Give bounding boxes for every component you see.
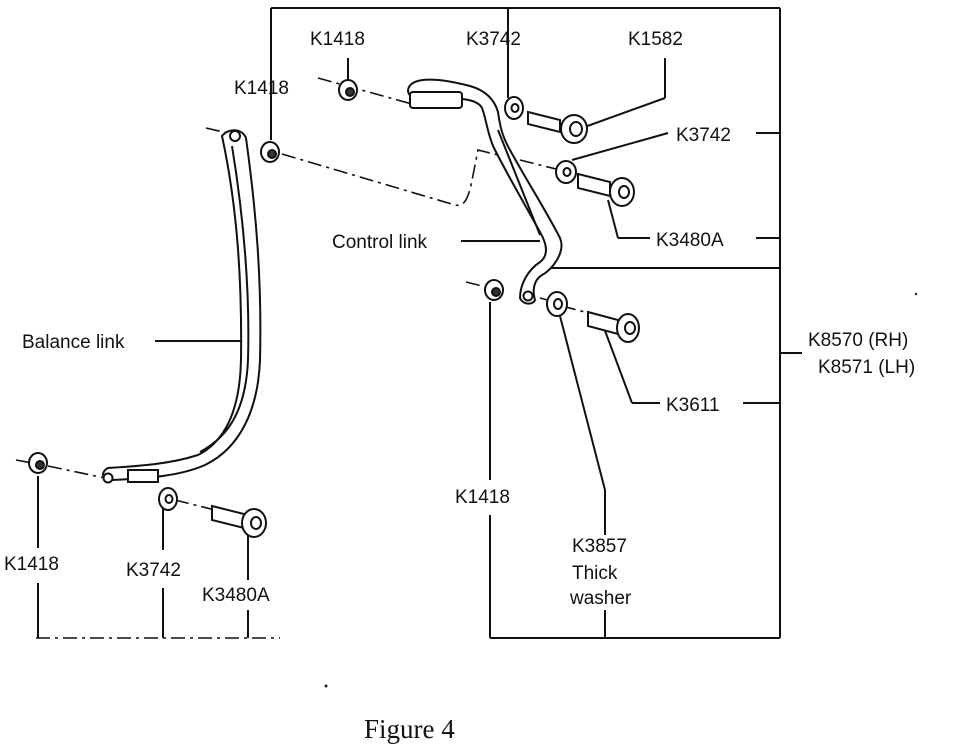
label-k3742-right: K3742	[676, 125, 731, 146]
assembly-axes	[15, 77, 601, 511]
balance-link-part	[102, 129, 262, 484]
bolt-icon	[211, 504, 267, 538]
label-balance-link: Balance link	[22, 332, 125, 353]
label-k3480a-bottom: K3480A	[202, 585, 270, 606]
bracket-lines	[36, 7, 802, 639]
label-k3611: K3611	[666, 395, 720, 416]
nut-icon	[484, 279, 504, 301]
figure-caption: Figure 4	[364, 714, 455, 744]
label-washer: washer	[569, 588, 632, 609]
label-k1418-upper: K1418	[234, 78, 289, 99]
label-k3857: K3857	[572, 536, 627, 557]
nut-icon	[260, 141, 280, 163]
nut-icon	[28, 452, 48, 474]
label-k1418-left: K1418	[4, 554, 59, 575]
label-k3742-bottom: K3742	[126, 560, 181, 581]
bolt-icon	[577, 172, 635, 207]
scan-dot	[324, 684, 328, 688]
label-k1418-mid: K1418	[455, 487, 510, 508]
label-k3480a-right: K3480A	[656, 230, 724, 251]
label-k8571: K8571 (LH)	[818, 357, 915, 378]
washer-icon	[504, 96, 524, 120]
nut-icon	[338, 79, 358, 101]
label-k3742-top: K3742	[466, 29, 521, 50]
label-k8570: K8570 (RH)	[808, 330, 908, 351]
part-labels: K1418 K3742 K1582 K1418 K3742 K3480A Con…	[4, 29, 915, 609]
fasteners	[28, 79, 640, 538]
label-k1582: K1582	[628, 29, 683, 50]
washer-icon	[555, 160, 577, 184]
washer-icon	[158, 487, 178, 511]
label-k1418-top: K1418	[310, 29, 365, 50]
label-thick: Thick	[572, 563, 618, 584]
bolt-icon	[587, 310, 640, 343]
control-link-part	[406, 78, 563, 305]
label-control-link: Control link	[332, 232, 428, 253]
bolt-icon	[527, 110, 588, 144]
thick-washer-icon	[546, 291, 568, 317]
scan-dot	[914, 292, 918, 296]
